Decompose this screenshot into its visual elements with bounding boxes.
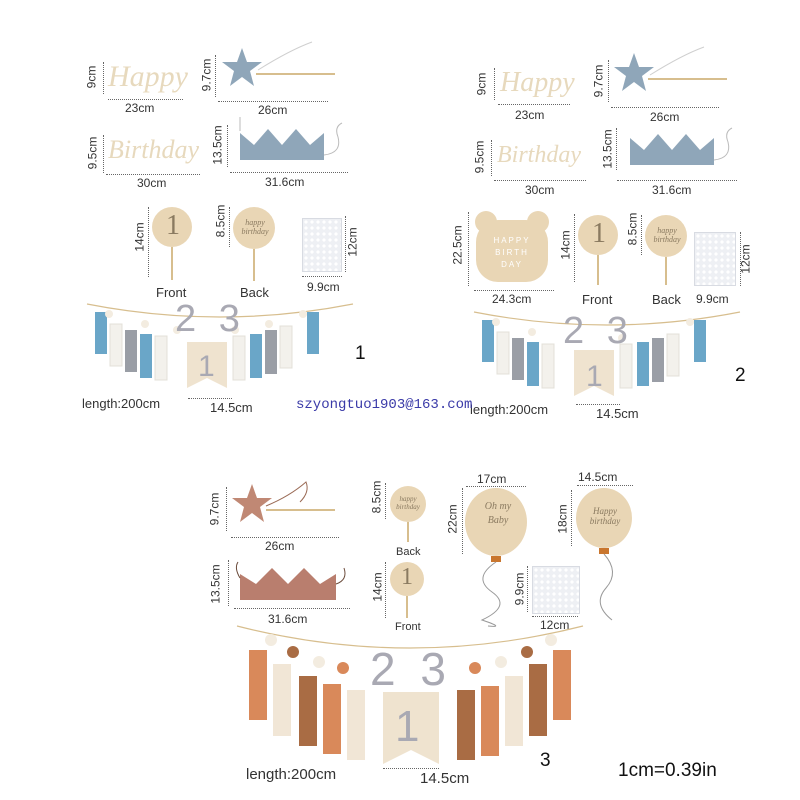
topper-front-number: 1 [592, 218, 606, 249]
balloon2-text: Happy birthday [589, 506, 621, 526]
star-icon [232, 484, 272, 522]
star-width: 26cm [258, 103, 288, 117]
star-wand [614, 46, 727, 91]
balloon1-width: 17cm [477, 472, 507, 486]
topper-back [645, 215, 687, 257]
set-3-number: 3 [540, 750, 551, 771]
star-wand [232, 481, 335, 522]
sticker-sheet [302, 218, 342, 272]
front-label: Front [582, 292, 613, 307]
topper-back-height: 8.5cm [625, 212, 640, 246]
star-wand [222, 41, 335, 86]
happy-width: 23cm [125, 101, 155, 115]
sticker-width: 9.9cm [696, 292, 729, 306]
sticker-sheet [694, 232, 736, 286]
sticker-width: 9.9cm [307, 280, 340, 294]
crown-height: 13.5cm [208, 564, 223, 604]
balloon1-text: Oh my Baby [484, 501, 512, 526]
banner-digits: 2 3 [563, 310, 634, 352]
star-icon [222, 48, 262, 86]
sticker-height: 9.9cm [512, 572, 527, 606]
topper-front-height: 14cm [132, 222, 147, 252]
topper-back [233, 207, 275, 249]
crown [630, 127, 733, 165]
birthday-height: 9.5cm [85, 136, 100, 170]
banner-length: length:200cm [470, 402, 549, 417]
crown [235, 561, 346, 600]
topper-back-text: happy birthday [653, 226, 681, 244]
birthday-sign: Birthday [497, 142, 581, 168]
happy-sign: Happy [500, 67, 575, 98]
star-width: 26cm [650, 110, 680, 124]
banner-flag-number: 1 [395, 702, 420, 751]
sticker-sheet [532, 566, 580, 614]
star-height: 9.7cm [591, 64, 606, 98]
topper-front [578, 215, 618, 255]
balloon-2 [576, 488, 632, 621]
birthday-sign: Birthday [108, 135, 199, 164]
bear-width: 24.3cm [492, 292, 532, 306]
crown-height: 13.5cm [600, 129, 615, 169]
front-label: Front [156, 285, 187, 300]
balloon-1 [465, 488, 527, 627]
crown-width: 31.6cm [265, 175, 305, 189]
bear-plaque [475, 211, 549, 282]
balloon1-height: 22cm [445, 504, 460, 534]
star-width: 26cm [265, 539, 295, 553]
back-label: Back [652, 292, 681, 307]
banner-flag-width: 14.5cm [420, 770, 470, 787]
topper-back-text: happy birthday [241, 218, 269, 236]
bear-height: 22.5cm [450, 225, 465, 265]
banner-flag-number: 1 [198, 350, 215, 383]
topper-back-height: 8.5cm [213, 204, 228, 238]
topper-back-height: 8.5cm [369, 480, 384, 514]
happy-width: 23cm [515, 108, 545, 122]
set-2-number: 2 [735, 365, 746, 386]
front-label: Front [395, 621, 421, 633]
conversion-note: 1cm=0.39in [618, 760, 717, 781]
tassel-banner [473, 311, 741, 396]
back-label: Back [396, 546, 421, 558]
happy-height: 9cm [84, 65, 99, 89]
birthday-width: 30cm [525, 183, 555, 197]
topper-back-text: happy birthday [396, 495, 420, 511]
birthday-width: 30cm [137, 176, 167, 190]
banner-length: length:200cm [246, 766, 337, 783]
set-1-number: 1 [355, 343, 366, 364]
banner-length: length:200cm [82, 396, 161, 411]
star-icon [614, 53, 654, 91]
tassel-banner [86, 303, 354, 388]
watermark: szyongtuo1903@163.com [296, 397, 473, 413]
topper-front-number: 1 [401, 564, 413, 590]
star-height: 9.7cm [207, 492, 222, 526]
bear-text: HAPPY BIRTH DAY [493, 236, 531, 269]
topper-back [390, 486, 426, 522]
topper-front [390, 562, 424, 596]
crown-width: 31.6cm [652, 183, 692, 197]
birthday-height: 9.5cm [472, 140, 487, 174]
happy-sign: Happy [108, 60, 188, 93]
tassel-banner [236, 625, 584, 764]
crown [239, 117, 343, 160]
topper-front-height: 14cm [558, 230, 573, 260]
balloon2-height: 18cm [555, 504, 570, 534]
banner-digits: 2 3 [370, 643, 452, 695]
banner-digits: 2 3 [175, 298, 246, 340]
sticker-width: 12cm [540, 618, 570, 632]
topper-front-height: 14cm [370, 572, 385, 602]
banner-flag-width: 14.5cm [210, 400, 253, 415]
banner-flag-number: 1 [586, 360, 603, 393]
happy-height: 9cm [474, 72, 489, 96]
crown-height: 13.5cm [210, 125, 225, 165]
back-label: Back [240, 285, 269, 300]
crown-width: 31.6cm [268, 612, 308, 626]
balloon2-width: 14.5cm [578, 470, 618, 484]
banner-flag-width: 14.5cm [596, 406, 639, 421]
star-height: 9.7cm [199, 58, 214, 92]
topper-front-number: 1 [166, 210, 180, 241]
topper-front [152, 207, 192, 247]
sticker-height: 12cm [345, 227, 360, 257]
sticker-height: 12cm [738, 244, 753, 274]
